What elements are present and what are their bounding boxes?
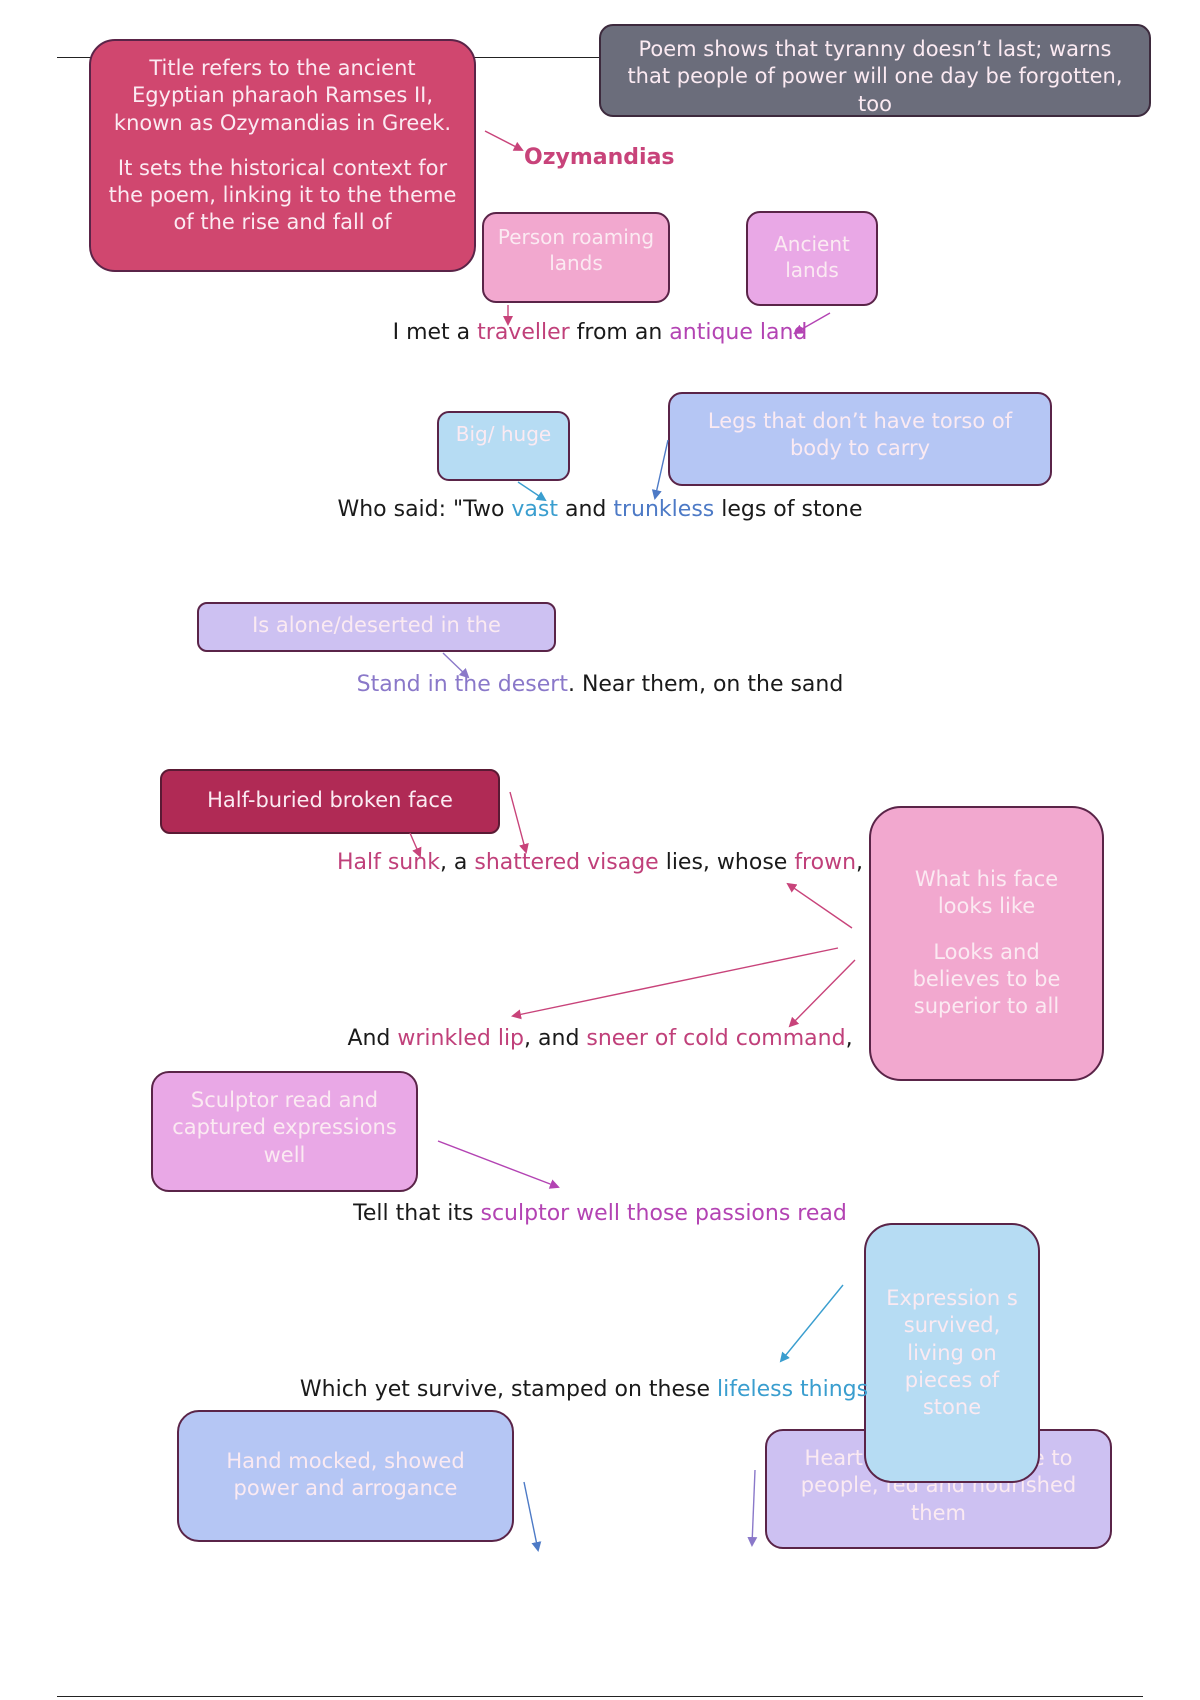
l3-a: . Near them, on the sand [567,672,844,697]
arrow-trunkless [651,439,669,500]
half-sunk-note: Half-buried broken face [160,769,500,834]
arrow-sculptor [437,1140,560,1189]
l4-half-sunk: Half sunk [336,850,440,875]
l7-lifeless: lifeless things [716,1377,869,1402]
arrow-title [484,130,524,151]
l5-sneer: sneer of cold command [586,1026,846,1051]
l2-b: and [557,497,614,522]
poem-line-4: Half sunk, a shattered visage lies, whos… [0,850,1200,875]
sculptor-note-text: Sculptor read and captured expressions w… [172,1088,397,1167]
desert-note-text: Is alone/deserted in the [252,613,501,637]
l2-vast: vast [511,497,558,522]
poem-line-7: Which yet survive, stamped on these life… [0,1377,1184,1402]
arrow-frown [786,882,853,929]
poem-line-2: Who said: "Two vast and trunkless legs o… [0,497,1200,522]
theme-text: Poem shows that tyranny doesn’t last; wa… [627,37,1123,116]
l4-a: , a [439,850,475,875]
trunkless-note-text: Legs that don’t have torso of body to ca… [707,409,1013,461]
poem-line-3: Stand in the desert. Near them, on the s… [0,672,1200,697]
arrow-heart [747,1469,758,1547]
arrow-shattered-visage [509,791,529,854]
arrow-lifeless [779,1284,844,1363]
hand-note-text: Hand mocked, showed power and arrogance [226,1449,465,1501]
bottom-rule [57,1696,1143,1697]
top-rule-mid [470,57,600,58]
lifeless-things-note-text: Expression s survived, living on pieces … [886,1286,1018,1420]
arrow-sneer [788,959,856,1028]
trunkless-note: Legs that don’t have torso of body to ca… [668,392,1052,486]
traveller-note: Person roaming lands [482,212,670,303]
l1-antique-land: antique land [669,320,808,345]
arrow-wrinkled-lip [511,947,839,1020]
l3-desert: Stand in the desert [356,672,568,697]
frown-note-p2: Looks and believes to be superior to all [912,939,1061,1019]
l5-a: And [347,1026,398,1051]
poem-line-6: Tell that its sculptor well those passio… [0,1201,1200,1226]
l6-sculptor: sculptor well those passions read [480,1201,847,1226]
title-context-p1: Title refers to the ancient Egyptian pha… [113,56,452,135]
antique-land-note: Ancient lands [746,211,878,306]
frown-note-p1: What his face looks like [914,867,1059,919]
l5-c: , [845,1026,853,1051]
frown-note: What his face looks like Looks and belie… [869,806,1104,1081]
title-context-p2: It sets the historical context for the p… [108,155,457,235]
l2-a: Who said: "Two [337,497,512,522]
l4-frown: frown [794,850,857,875]
l4-b: lies, whose [658,850,795,875]
l5-b: , and [524,1026,587,1051]
half-sunk-note-text: Half-buried broken face [207,788,453,812]
hand-note: Hand mocked, showed power and arrogance [177,1410,514,1542]
l1-b: from an [569,320,670,345]
l6-a: Tell that its [353,1201,481,1226]
l7-a: Which yet survive, stamped on these [299,1377,717,1402]
l1-a: I met a [392,320,478,345]
title-context-note: Title refers to the ancient Egyptian pha… [89,39,476,272]
l2-c: legs of stone [714,497,863,522]
l4-shattered-visage: shattered visage [474,850,659,875]
vast-note-text: Big/ huge [455,422,552,446]
l5-wrinkled-lip: wrinkled lip [397,1026,525,1051]
arrow-hand [523,1481,542,1552]
poem-title: Ozymandias [524,145,675,170]
vast-note: Big/ huge [437,411,570,481]
l2-trunkless: trunkless [613,497,715,522]
poem-line-5: And wrinkled lip, and sneer of cold comm… [0,1026,1200,1051]
sculptor-note: Sculptor read and captured expressions w… [151,1071,418,1192]
lifeless-things-note: Expression s survived, living on pieces … [864,1223,1040,1483]
desert-note: Is alone/deserted in the [197,602,556,652]
antique-land-note-text: Ancient lands [774,232,850,282]
l1-traveller: traveller [477,320,570,345]
poem-line-1: I met a traveller from an antique land [0,320,1200,345]
traveller-note-text: Person roaming lands [497,225,655,275]
theme-note: Poem shows that tyranny doesn’t last; wa… [599,24,1151,117]
l4-c: , [856,850,864,875]
